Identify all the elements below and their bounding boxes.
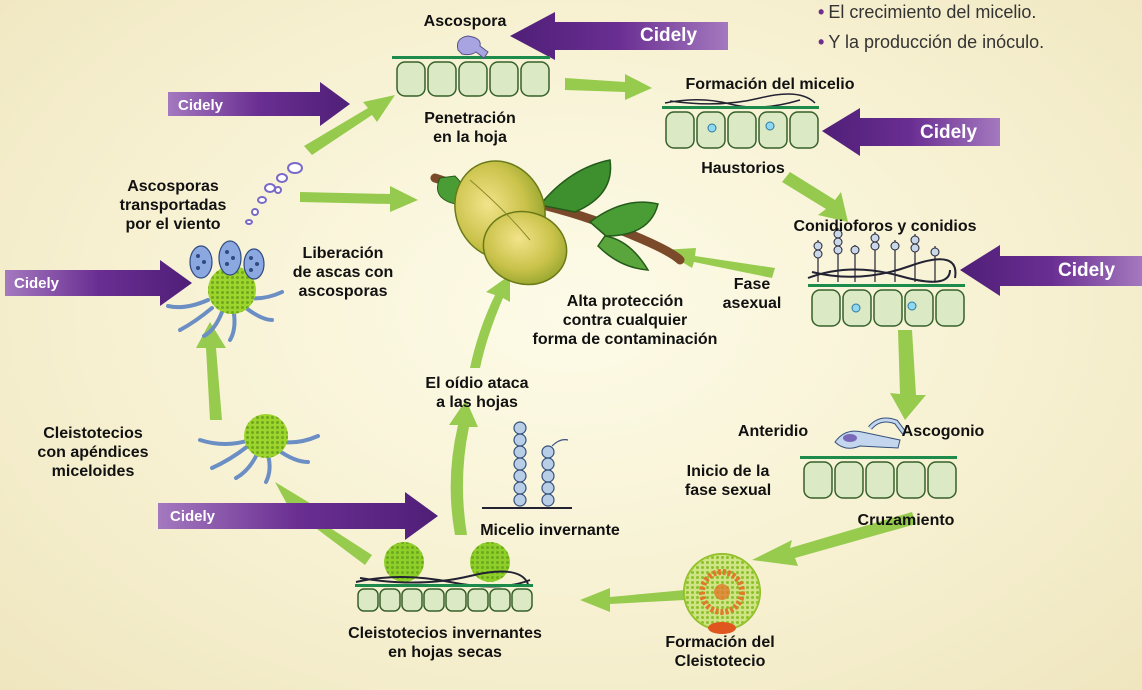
tissue-haustoria bbox=[662, 93, 819, 149]
arrow-wind-to-protection bbox=[300, 186, 418, 212]
cycle-arrows bbox=[196, 74, 926, 612]
arrow-attack-to-protection bbox=[470, 275, 510, 368]
tissue-sexual bbox=[800, 417, 957, 499]
cidely-label-right-upper: Cidely bbox=[920, 122, 978, 143]
label-cruzamiento: Cruzamiento bbox=[857, 512, 955, 529]
cidely-label-left-lower: Cidely bbox=[170, 508, 216, 525]
cleistothecium-appendages bbox=[198, 414, 320, 484]
ascospore-shape bbox=[457, 35, 489, 59]
label-haustorios: Haustorios bbox=[701, 160, 785, 177]
cidely-label-left-upper: Cidely bbox=[178, 97, 224, 114]
arrow-conidiophores-to-sexual bbox=[890, 330, 926, 420]
arrow-haustoria-to-conidiophores bbox=[782, 172, 848, 222]
cidely-label-left-mid: Cidely bbox=[14, 275, 60, 292]
label-oidio-ataca: El oídio ataca a las hojas bbox=[425, 375, 529, 411]
label-penetracion: Penetración en la hoja bbox=[424, 110, 516, 146]
label-liberacion-ascas: Liberación de ascas con ascosporas bbox=[292, 245, 394, 300]
label-conidioforos: Conidioforos y conidios bbox=[793, 218, 977, 235]
bullet-inoculum-production: •Y la producción de inóculo. bbox=[818, 32, 1045, 52]
central-plant-branch bbox=[430, 159, 685, 286]
tissue-overwintering bbox=[355, 542, 533, 612]
tissue-conidiophores bbox=[807, 228, 965, 327]
airborne-ascospores bbox=[245, 162, 303, 225]
micelio-invernante-graphic bbox=[482, 421, 572, 509]
label-formacion-micelio: Formación del micelio bbox=[685, 76, 855, 93]
arrow-sexual-to-cleistothecium bbox=[752, 512, 916, 566]
cidely-arrow-right-upper bbox=[822, 108, 1000, 156]
label-ascospora: Ascospora bbox=[423, 13, 507, 30]
label-fase-asexual: Fase asexual bbox=[722, 276, 782, 312]
cidely-arrow-left-lower bbox=[158, 492, 438, 540]
cidely-arrow-left-upper bbox=[168, 82, 350, 126]
label-formacion-cleistotecio: Formación del Cleistotecio bbox=[665, 634, 775, 670]
tissue-penetration bbox=[392, 35, 550, 97]
bullet-mycelium-growth: •El crecimiento del micelio. bbox=[818, 2, 1037, 22]
arrow-overwintering-to-appendages bbox=[275, 482, 372, 565]
cidely-label-right-mid: Cidely bbox=[1058, 260, 1116, 281]
label-cleistotecios-apendices: Cleistotecios con apéndices miceloides bbox=[37, 425, 149, 480]
label-alta-proteccion: Alta protección contra cualquier forma d… bbox=[532, 293, 718, 348]
label-ascosporas-viento: Ascosporas transportadas por el viento bbox=[119, 178, 227, 233]
label-inicio-fase-sexual: Inicio de la fase sexual bbox=[684, 463, 772, 499]
ascus-release bbox=[166, 240, 284, 342]
arrow-asexual-to-protection bbox=[662, 248, 775, 278]
arrow-cleistothecium-to-overwintering bbox=[580, 588, 685, 612]
arrow-wind-to-penetration bbox=[304, 95, 395, 155]
arrow-penetration-to-mycelium bbox=[565, 74, 652, 100]
cidely-label-top: Cidely bbox=[640, 25, 698, 46]
label-cleistotecios-invernantes: Cleistotecios invernantes en hojas secas bbox=[348, 625, 542, 661]
cidely-arrows bbox=[5, 12, 1142, 540]
label-anteridio: Anteridio bbox=[737, 423, 809, 440]
arrow-appendages-to-release bbox=[196, 322, 226, 420]
cleistothecium-formation bbox=[683, 553, 761, 634]
cidely-arrow-top bbox=[510, 12, 728, 60]
cidely-arrow-left-mid bbox=[5, 260, 192, 306]
label-micelio-invernante: Micelio invernante bbox=[480, 522, 620, 539]
arrow-micelio-to-attack bbox=[449, 400, 478, 535]
label-ascogonio: Ascogonio bbox=[901, 423, 985, 440]
cidely-arrow-right-mid bbox=[960, 245, 1142, 296]
